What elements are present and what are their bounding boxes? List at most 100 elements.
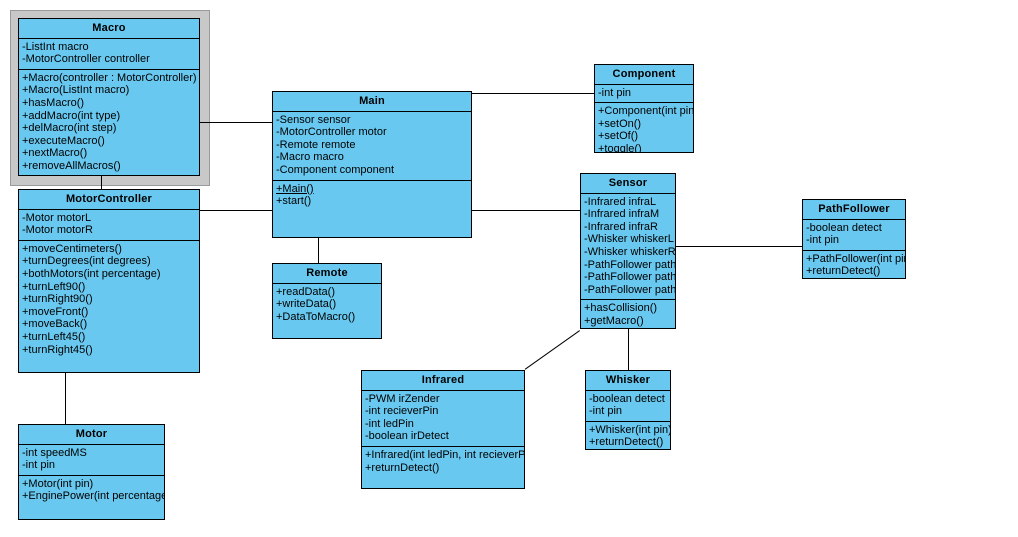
class-title-pathfollower: PathFollower: [803, 200, 905, 220]
connector-macro-main: [200, 122, 272, 123]
class-attributes-motorcontroller: -Motor motorL -Motor motorR: [19, 210, 199, 241]
operation: +executeMacro(): [22, 134, 105, 147]
class-box-main[interactable]: Main -Sensor sensor -MotorController mot…: [272, 91, 472, 238]
operation: +turnDegrees(int degrees): [22, 255, 151, 268]
connector-main-sensor: [472, 210, 580, 211]
operation: +Macro(ListInt macro): [22, 84, 130, 97]
operation: +readData(): [276, 285, 336, 298]
attribute: -MotorController motor: [276, 126, 387, 139]
class-box-motorcontroller[interactable]: MotorController -Motor motorL -Motor mot…: [18, 189, 200, 373]
class-attributes-infrared: -PWM irZender -int recieverPin -int ledP…: [362, 391, 524, 447]
operation: +turnLeft45(): [22, 330, 86, 343]
class-box-whisker[interactable]: Whisker -boolean detect -int pin +Whiske…: [585, 370, 671, 450]
attribute: -Whisker whiskerR: [584, 245, 676, 258]
attribute: -MotorController controller: [22, 53, 150, 66]
operation: +Component(int pin): [598, 105, 694, 118]
class-title-main: Main: [273, 92, 471, 112]
class-box-infrared[interactable]: Infrared -PWM irZender -int recieverPin …: [361, 370, 525, 489]
operation: +getMacro(): [584, 314, 644, 327]
attribute: -Remote remote: [276, 138, 356, 151]
operation: +turnRight90(): [22, 293, 93, 306]
operation: +Infrared(int ledPin, int recieverPin): [365, 448, 525, 461]
class-box-pathfollower[interactable]: PathFollower -boolean detect -int pin +P…: [802, 199, 906, 279]
attribute: -Sensor sensor: [276, 113, 351, 126]
class-box-macro[interactable]: Macro -ListInt macro -MotorController co…: [18, 18, 200, 176]
operation: +Motor(int pin): [22, 477, 94, 490]
class-title-sensor: Sensor: [581, 174, 675, 194]
operation: +nextMacro(): [22, 147, 88, 160]
operation: +toggle(): [598, 142, 642, 153]
operation: +turnLeft90(): [22, 280, 86, 293]
attribute: -int pin: [806, 234, 840, 247]
connector-motorcontroller-main: [200, 210, 272, 211]
class-operations-motor: +Motor(int pin) +EnginePower(int percent…: [19, 476, 164, 506]
operation: +writeData(): [276, 298, 337, 311]
attribute: -boolean detect: [589, 392, 665, 405]
operation: +setOn(): [598, 117, 642, 130]
attribute: -boolean irDetect: [365, 430, 449, 443]
attribute: -boolean detect: [806, 221, 882, 234]
attribute: -Macro macro: [276, 151, 344, 164]
attribute: -Infrared infraL: [584, 195, 657, 208]
attribute: -int recieverPin: [365, 405, 439, 418]
operation: +turnRight45(): [22, 343, 93, 356]
class-box-component[interactable]: Component -int pin +Component(int pin) +…: [594, 64, 694, 153]
class-attributes-sensor: -Infrared infraL -Infrared infraM -Infra…: [581, 194, 675, 301]
operation: +addMacro(int type): [22, 109, 121, 122]
attribute: -Motor motorL: [22, 211, 92, 224]
class-title-whisker: Whisker: [586, 371, 670, 391]
attribute: -Motor motorR: [22, 224, 93, 237]
attribute: -Infrared infraM: [584, 208, 660, 221]
class-box-remote[interactable]: Remote +readData() +writeData() +DataToM…: [272, 263, 382, 339]
attribute: -int ledPin: [365, 417, 414, 430]
operation: +EnginePower(int percentage): [22, 490, 165, 503]
class-operations-remote: +readData() +writeData() +DataToMacro(): [273, 284, 381, 327]
class-operations-pathfollower: +PathFollower(int pin) +returnDetect(): [803, 251, 905, 278]
operation: +DataToMacro(): [276, 310, 356, 323]
class-attributes-pathfollower: -boolean detect -int pin: [803, 220, 905, 251]
class-attributes-motor: -int speedMS -int pin: [19, 445, 164, 476]
class-title-component: Component: [595, 65, 693, 85]
operation: +setOf(): [598, 130, 639, 143]
attribute: -int pin: [22, 459, 56, 472]
operation: +returnDetect(): [365, 461, 440, 474]
operation: +moveFront(): [22, 305, 89, 318]
operation: +returnDetect(): [589, 436, 664, 449]
attribute: -int pin: [589, 405, 623, 418]
connector-main-component: [472, 93, 594, 94]
connector-sensor-whisker: [628, 329, 629, 370]
connector-main-remote: [318, 238, 319, 263]
attribute: -int speedMS: [22, 446, 87, 459]
connector-sensor-pathfollower: [676, 246, 802, 247]
class-title-infrared: Infrared: [362, 371, 524, 391]
attribute: -PathFollower pathM: [584, 271, 676, 284]
connector-motorcontroller-motor: [65, 373, 66, 424]
attribute: -Whisker whiskerL: [584, 233, 674, 246]
class-title-remote: Remote: [273, 264, 381, 284]
attribute: -PWM irZender: [365, 392, 440, 405]
attribute: -Infrared infraR: [584, 220, 658, 233]
operation: +bothMotors(int percentage): [22, 267, 161, 280]
operation: +moveCentimeters(): [22, 242, 122, 255]
operation: +delMacro(int step): [22, 122, 117, 135]
class-attributes-component: -int pin: [595, 85, 693, 104]
operation: +removeAllMacros(): [22, 159, 121, 172]
class-operations-component: +Component(int pin) +setOn() +setOf() +t…: [595, 103, 694, 153]
class-attributes-main: -Sensor sensor -MotorController motor -R…: [273, 112, 471, 181]
class-title-macro: Macro: [19, 19, 199, 39]
class-operations-main: +Main() +start(): [273, 181, 471, 211]
operation: +moveBack(): [22, 318, 88, 331]
class-title-motor: Motor: [19, 425, 164, 445]
connector-sensor-infrared: [524, 330, 580, 370]
class-attributes-whisker: -boolean detect -int pin: [586, 391, 670, 422]
operation: +hasCollision(): [584, 302, 658, 315]
operation: +hasMacro(): [22, 96, 85, 109]
attribute: -int pin: [598, 86, 632, 99]
class-operations-whisker: +Whisker(int pin) +returnDetect(): [586, 422, 671, 449]
class-operations-motorcontroller: +moveCentimeters() +turnDegrees(int degr…: [19, 241, 199, 359]
operation: +Macro(controller : MotorController): [22, 71, 197, 84]
operation: +Whisker(int pin): [589, 423, 671, 436]
class-box-sensor[interactable]: Sensor -Infrared infraL -Infrared infraM…: [580, 173, 676, 329]
class-box-motor[interactable]: Motor -int speedMS -int pin +Motor(int p…: [18, 424, 165, 520]
